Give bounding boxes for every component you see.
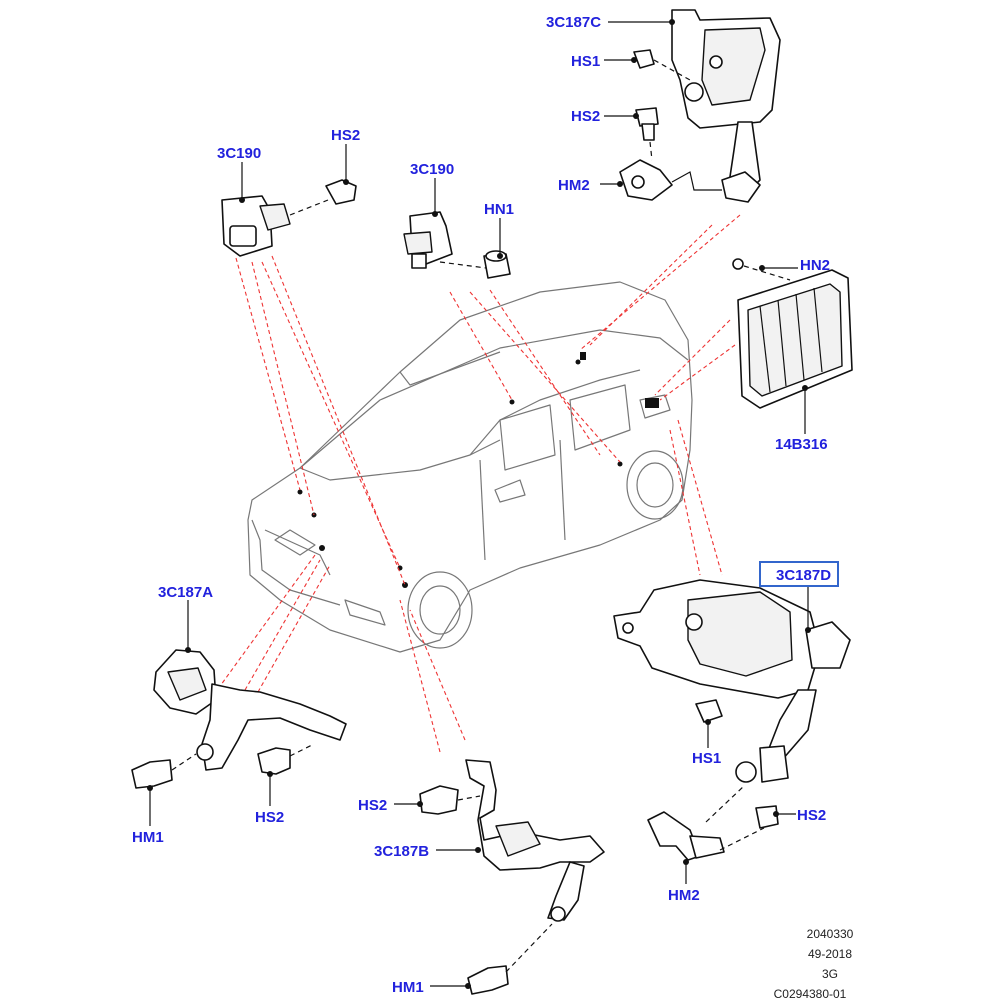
module-14b316 xyxy=(737,269,853,409)
bolt-hs2-right xyxy=(755,805,779,829)
reference-line-4: C0294380-01 xyxy=(774,987,847,1000)
sensor-3c190-mid xyxy=(403,211,453,269)
label-hn2: HN2 xyxy=(800,257,830,274)
label-hn1: HN1 xyxy=(484,201,514,218)
bolt-hs1-top xyxy=(633,49,691,81)
bolt-hs2-bottom xyxy=(419,785,459,815)
reference-line-1: 2040330 xyxy=(807,927,854,941)
label-hs2-right: HS2 xyxy=(797,807,826,824)
nut-hn2 xyxy=(732,258,744,270)
label-3c187b: 3C187B xyxy=(374,843,429,860)
bolt-hs2-left xyxy=(325,179,357,205)
bolt-hs1-right xyxy=(695,699,723,723)
vehicle-outline xyxy=(247,281,693,653)
sensor-3c187d xyxy=(613,579,851,783)
highlight-box-3c187d xyxy=(759,561,839,587)
bolt-hm1-bottom xyxy=(467,965,509,995)
bolt-hs2-top xyxy=(635,107,659,161)
label-hs1-right: HS1 xyxy=(692,750,721,767)
label-hm2-top: HM2 xyxy=(558,177,590,194)
sensor-3c187c xyxy=(619,9,781,203)
label-3c187c: 3C187C xyxy=(546,14,601,31)
sensor-3c190-left xyxy=(221,195,291,257)
label-3c187a: 3C187A xyxy=(158,584,213,601)
bolt-hm1-left xyxy=(131,759,173,789)
label-hm1-left: HM1 xyxy=(132,829,164,846)
label-leaders xyxy=(147,19,811,989)
label-3c190-mid: 3C190 xyxy=(410,161,454,178)
nut-hn1 xyxy=(483,250,511,279)
label-14b316: 14B316 xyxy=(775,436,828,453)
label-hs2-lower-left: HS2 xyxy=(255,809,284,826)
sensor-3c187a xyxy=(153,649,347,771)
bracket-hm2-right xyxy=(647,811,725,861)
label-hm2-right: HM2 xyxy=(668,887,700,904)
bolt-hs2-lower-left xyxy=(257,747,291,775)
label-hs1-top: HS1 xyxy=(571,53,600,70)
label-hs2-top: HS2 xyxy=(571,108,600,125)
reference-block: 2040330 49-2018 3G C0294380-01 xyxy=(774,927,854,1000)
callout-lines xyxy=(209,214,741,753)
label-3c190-left: 3C190 xyxy=(217,145,261,162)
label-hs2-left: HS2 xyxy=(331,127,360,144)
label-hm1-bottom: HM1 xyxy=(392,979,424,996)
reference-line-3: 3G xyxy=(822,967,838,981)
reference-line-2: 49-2018 xyxy=(808,947,852,961)
label-hs2-bottom: HS2 xyxy=(358,797,387,814)
sensor-3c187b xyxy=(465,759,605,922)
label-3c187d: 3C187D xyxy=(776,567,831,584)
